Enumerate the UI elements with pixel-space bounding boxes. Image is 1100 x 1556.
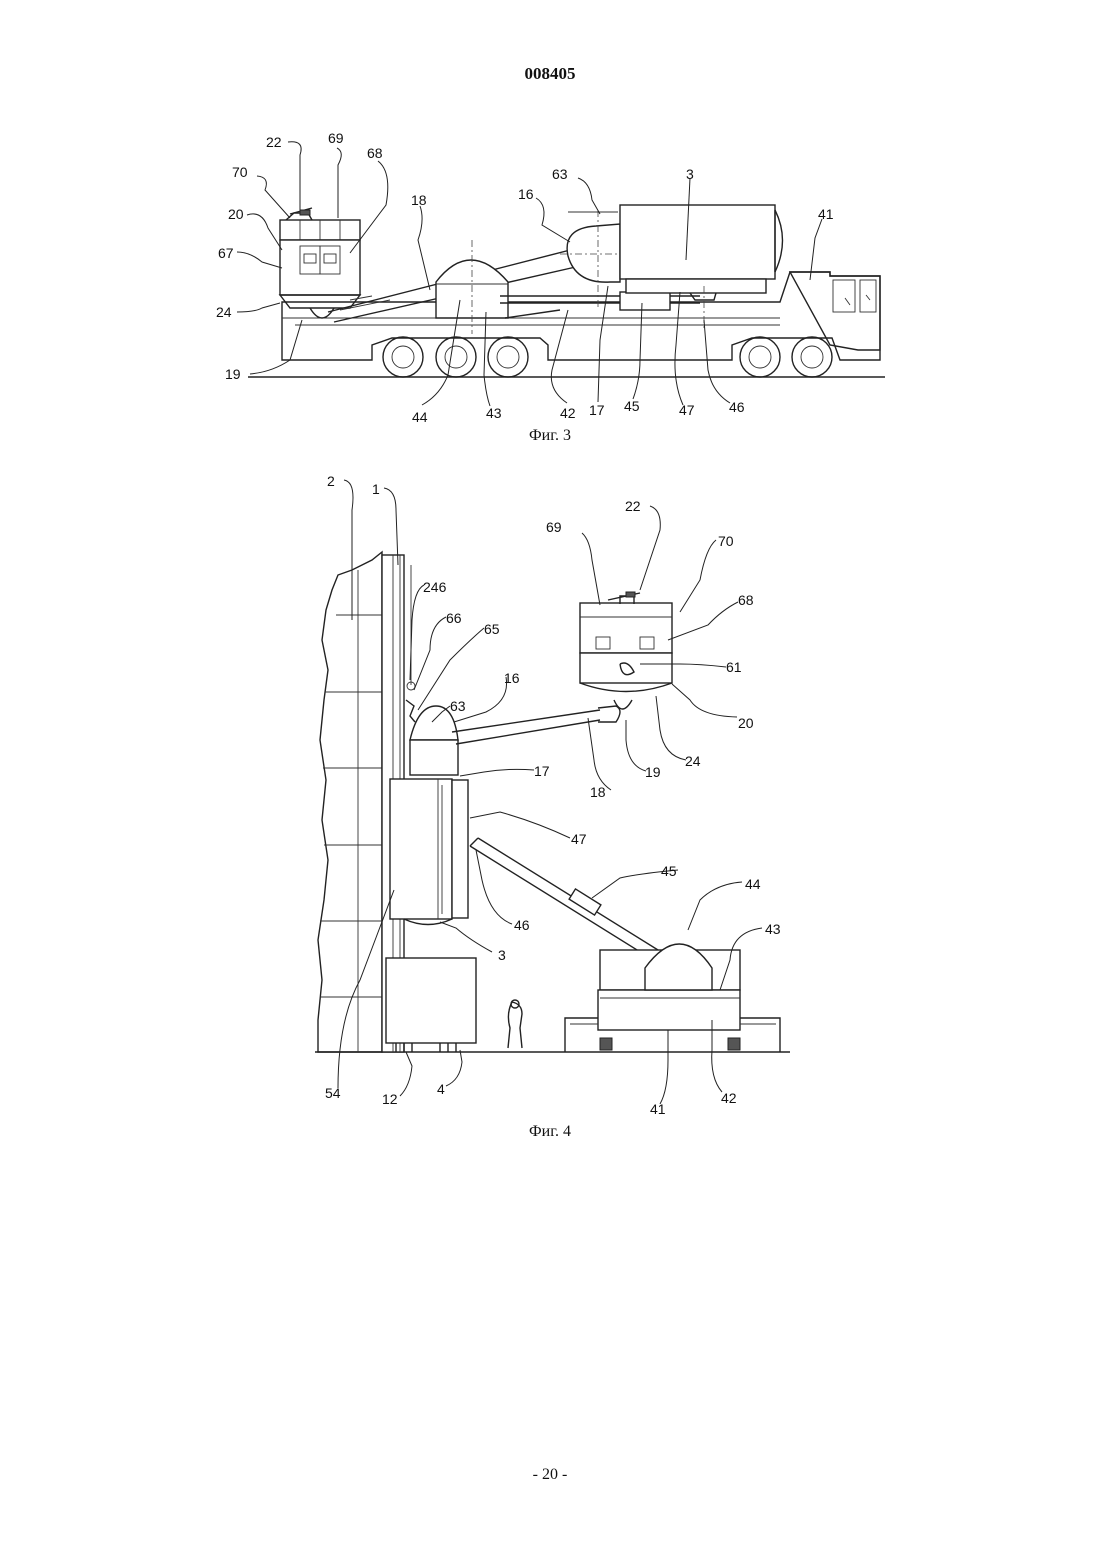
page-number-footer: - 20 - (0, 1466, 1100, 1484)
fig3-label-22: 22 (266, 134, 282, 150)
fig4-label-45: 45 (661, 863, 677, 879)
fig3-label-47: 47 (679, 402, 695, 418)
fig4-label-69: 69 (546, 519, 562, 535)
fig3-truck-chassis (282, 272, 880, 360)
fig4-lift-boom-45 (470, 838, 658, 958)
fig3-label-45: 45 (624, 398, 640, 414)
fig4-boom-18 (452, 706, 620, 744)
fig4-rock-wall-2 (318, 552, 382, 1052)
fig4-label-70: 70 (718, 533, 734, 549)
fig4-label-54: 54 (325, 1085, 341, 1101)
fig3-label-69: 69 (328, 130, 344, 146)
fig4-label-46: 46 (514, 917, 530, 933)
fig4-label-44: 44 (745, 876, 761, 892)
fig4-label-68: 68 (738, 592, 754, 608)
fig4-label-22: 22 (625, 498, 641, 514)
fig3-label-63: 63 (552, 166, 568, 182)
fig4-base-4 (386, 958, 476, 1052)
fig4-label-66: 66 (446, 610, 462, 626)
fig4-label-65: 65 (484, 621, 500, 637)
fig3-label-19: 19 (225, 366, 241, 382)
fig4-cable-hook (406, 565, 415, 722)
fig3-wheels (383, 337, 832, 377)
fig4-label-42: 42 (721, 1090, 737, 1106)
figure-3-caption: Фиг. 3 (0, 427, 1100, 445)
figure-4-caption: Фиг. 4 (0, 1123, 1100, 1141)
fig4-label-3: 3 (498, 947, 506, 963)
fig3-label-67: 67 (218, 245, 234, 261)
fig4-worker-figure (508, 1000, 522, 1048)
fig4-label-63: 63 (450, 698, 466, 714)
fig4-vehicle-41 (565, 944, 780, 1052)
figure-3-drawing: 22 69 68 70 20 67 18 16 63 3 41 24 19 44… (0, 0, 1100, 440)
fig4-cabin-module (580, 592, 672, 709)
fig4-container-3 (390, 779, 468, 925)
fig3-label-70: 70 (232, 164, 248, 180)
fig4-label-4: 4 (437, 1081, 445, 1097)
fig3-turret-dome (436, 240, 508, 334)
fig4-label-43: 43 (765, 921, 781, 937)
fig3-lift-boom-45 (500, 292, 700, 318)
fig4-label-47: 47 (571, 831, 587, 847)
fig4-label-17: 17 (534, 763, 550, 779)
figure-4-drawing: 2 1 246 66 65 63 16 17 69 22 70 68 61 20… (0, 460, 1100, 1120)
fig3-label-68: 68 (367, 145, 383, 161)
fig4-label-2: 2 (327, 473, 335, 489)
fig3-label-41: 41 (818, 206, 834, 222)
fig4-label-19: 19 (645, 764, 661, 780)
fig3-label-17: 17 (589, 402, 605, 418)
fig3-label-16: 16 (518, 186, 534, 202)
fig4-label-16: 16 (504, 670, 520, 686)
fig4-label-24: 24 (685, 753, 701, 769)
fig4-hub-16 (410, 706, 458, 775)
fig4-label-61: 61 (726, 659, 742, 675)
fig3-label-44: 44 (412, 409, 428, 425)
fig3-label-42: 42 (560, 405, 576, 421)
fig3-label-20: 20 (228, 206, 244, 222)
fig3-label-43: 43 (486, 405, 502, 421)
fig4-label-20: 20 (738, 715, 754, 731)
fig4-label-12: 12 (382, 1091, 398, 1107)
fig4-label-18: 18 (590, 784, 606, 800)
fig4-label-41: 41 (650, 1101, 666, 1117)
fig4-label-1: 1 (372, 481, 380, 497)
fig3-label-18: 18 (411, 192, 427, 208)
fig3-label-46: 46 (729, 399, 745, 415)
fig4-label-246: 246 (423, 579, 447, 595)
fig3-label-24: 24 (216, 304, 232, 320)
fig3-label-3: 3 (686, 166, 694, 182)
